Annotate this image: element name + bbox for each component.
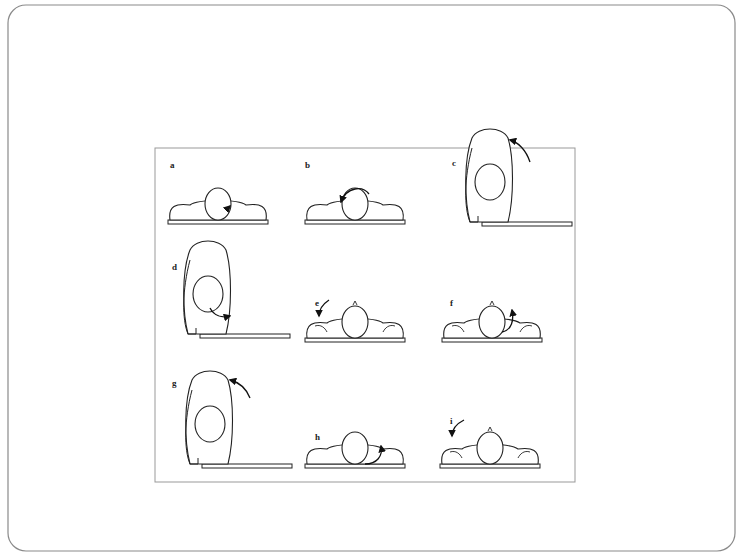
position-g	[186, 371, 292, 468]
position-d	[184, 241, 290, 338]
panel-letter: h	[315, 432, 320, 442]
panel-letter: i	[450, 416, 453, 426]
position-i	[440, 420, 540, 468]
panel-letter: a	[170, 160, 175, 170]
panel-letter: e	[315, 298, 319, 308]
position-h	[305, 432, 405, 468]
position-a	[168, 188, 268, 224]
panel-letter: b	[305, 160, 310, 170]
panel-letter: c	[452, 158, 456, 168]
position-e	[305, 300, 405, 342]
position-b	[305, 188, 405, 224]
panel-letter: g	[172, 378, 177, 388]
position-c	[466, 129, 572, 226]
position-f	[442, 301, 542, 342]
slide-frame	[8, 5, 735, 551]
panel-letter: f	[450, 298, 453, 308]
panel-letter: d	[172, 262, 177, 272]
